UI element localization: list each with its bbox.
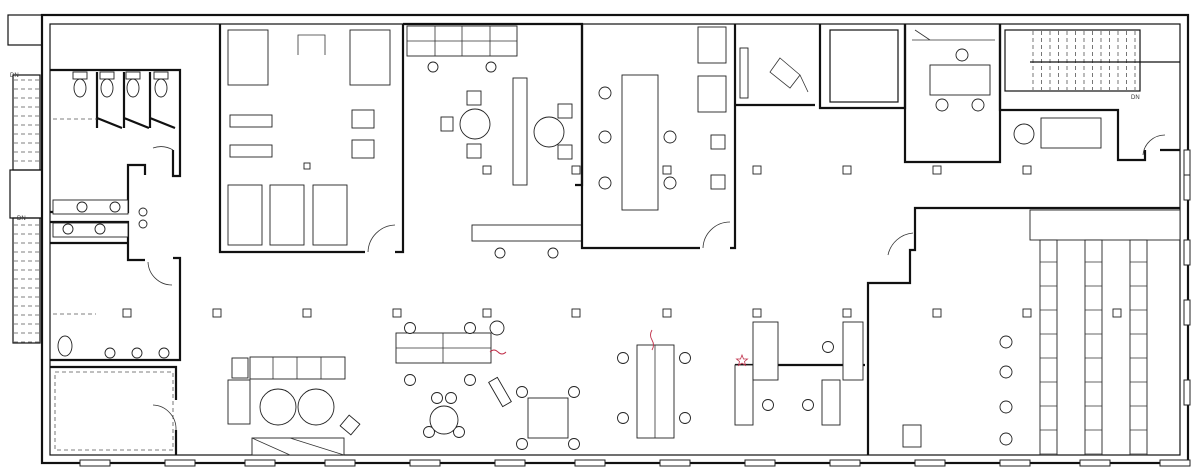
toilet bbox=[126, 78, 140, 98]
column bbox=[662, 165, 672, 175]
chair bbox=[663, 176, 677, 190]
column bbox=[482, 308, 492, 318]
column bbox=[752, 165, 762, 175]
toilet-tank bbox=[72, 71, 88, 80]
column bbox=[482, 165, 492, 175]
window bbox=[1183, 149, 1191, 176]
column bbox=[571, 308, 581, 318]
chair bbox=[598, 130, 612, 144]
window bbox=[1183, 239, 1191, 266]
window bbox=[999, 459, 1031, 467]
toilet bbox=[73, 78, 87, 98]
window bbox=[1159, 459, 1191, 467]
chair bbox=[679, 352, 691, 364]
left-stairs: DN DN bbox=[9, 73, 43, 344]
columns bbox=[122, 165, 1122, 318]
chair bbox=[822, 341, 834, 353]
column bbox=[662, 308, 672, 318]
column bbox=[302, 308, 312, 318]
column bbox=[1112, 308, 1122, 318]
chair bbox=[568, 386, 580, 398]
chair bbox=[445, 392, 457, 404]
column bbox=[932, 165, 942, 175]
window bbox=[744, 459, 776, 467]
chair bbox=[516, 386, 528, 398]
column bbox=[212, 308, 222, 318]
window bbox=[574, 459, 606, 467]
shelf bbox=[1039, 239, 1058, 456]
windows bbox=[79, 149, 1191, 467]
window bbox=[1183, 174, 1191, 201]
window bbox=[494, 459, 526, 467]
lounge bbox=[227, 356, 361, 456]
chair bbox=[802, 399, 814, 411]
column bbox=[1022, 165, 1032, 175]
window bbox=[244, 459, 276, 467]
chair bbox=[423, 426, 435, 438]
window bbox=[409, 459, 441, 467]
stall-partition bbox=[122, 72, 150, 130]
chair bbox=[568, 438, 580, 450]
toilet bbox=[154, 78, 168, 98]
chair bbox=[617, 412, 629, 424]
workstations bbox=[395, 320, 865, 450]
column bbox=[932, 308, 942, 318]
chair bbox=[404, 322, 416, 334]
chair bbox=[955, 48, 969, 62]
window bbox=[1079, 459, 1111, 467]
column bbox=[1022, 308, 1032, 318]
gym-room bbox=[218, 24, 405, 254]
chair bbox=[971, 98, 985, 112]
window bbox=[1183, 379, 1191, 406]
stall-partition bbox=[148, 72, 176, 130]
window bbox=[324, 459, 356, 467]
column bbox=[122, 308, 132, 318]
column bbox=[842, 165, 852, 175]
window bbox=[829, 459, 861, 467]
column bbox=[392, 308, 402, 318]
column bbox=[752, 308, 762, 318]
shelf bbox=[1084, 239, 1103, 456]
chair bbox=[464, 374, 476, 386]
office-rooms bbox=[735, 24, 1002, 164]
window bbox=[914, 459, 946, 467]
exterior-walls bbox=[7, 13, 1190, 465]
chair bbox=[598, 86, 612, 100]
window bbox=[659, 459, 691, 467]
stair-label: DN bbox=[10, 73, 19, 79]
toilet-tank bbox=[99, 71, 115, 80]
window bbox=[79, 459, 111, 467]
conference-room bbox=[580, 24, 737, 250]
chair bbox=[679, 412, 691, 424]
toilet-tank bbox=[125, 71, 141, 80]
column bbox=[842, 308, 852, 318]
toilet-tank bbox=[153, 71, 169, 80]
window bbox=[164, 459, 196, 467]
shelf bbox=[1129, 239, 1148, 456]
chair bbox=[663, 130, 677, 144]
chair bbox=[762, 399, 774, 411]
meeting-area bbox=[403, 22, 584, 259]
right-office bbox=[866, 206, 1181, 456]
chair bbox=[431, 392, 443, 404]
toilet bbox=[100, 78, 114, 98]
column bbox=[571, 165, 581, 175]
stair-label: DN bbox=[17, 216, 26, 222]
chair bbox=[453, 426, 465, 438]
chair bbox=[464, 322, 476, 334]
chair bbox=[404, 374, 416, 386]
restroom-block bbox=[50, 68, 182, 455]
chair bbox=[935, 98, 949, 112]
chair bbox=[617, 352, 629, 364]
window bbox=[1183, 299, 1191, 326]
chair bbox=[516, 438, 528, 450]
chair bbox=[598, 176, 612, 190]
stair-label: DN bbox=[1131, 95, 1140, 101]
right-stairs: DN bbox=[998, 24, 1180, 162]
